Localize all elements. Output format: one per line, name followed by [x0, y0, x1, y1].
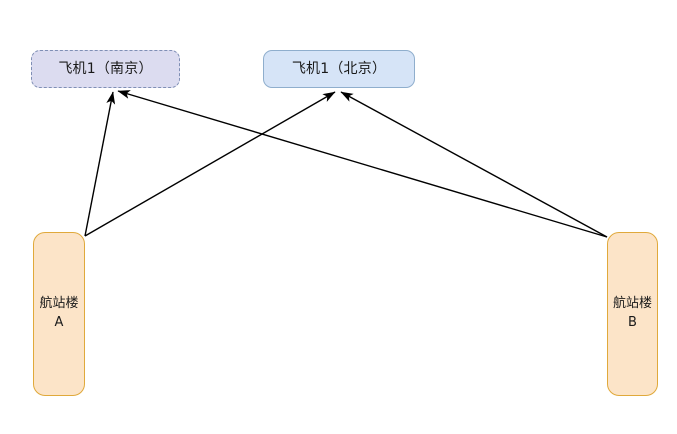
node-plane-nanjing[interactable]: 飞机1（南京）	[31, 50, 180, 88]
node-plane-beijing-label: 飞机1（北京）	[291, 60, 387, 77]
edge-terminal-b-to-plane-nanjing	[117, 90, 608, 238]
node-terminal-b[interactable]: 航站楼 B	[607, 232, 658, 396]
node-terminal-b-label: 航站楼	[612, 296, 652, 312]
node-terminal-a-text: 航站楼 A	[39, 295, 78, 333]
edge-terminal-a-to-plane-beijing	[84, 91, 336, 237]
node-terminal-a[interactable]: 航站楼 A	[33, 232, 85, 396]
edge-terminal-b-to-plane-beijing	[340, 91, 608, 238]
node-terminal-b-text: 航站楼 B	[613, 295, 652, 333]
node-plane-beijing[interactable]: 飞机1（北京）	[263, 50, 415, 88]
node-terminal-a-id: A	[54, 315, 64, 330]
node-terminal-b-id: B	[628, 315, 637, 330]
node-terminal-a-label: 航站楼	[39, 296, 79, 312]
node-plane-nanjing-label: 飞机1（南京）	[58, 60, 153, 77]
edge-terminal-a-to-plane-nanjing	[84, 91, 116, 237]
